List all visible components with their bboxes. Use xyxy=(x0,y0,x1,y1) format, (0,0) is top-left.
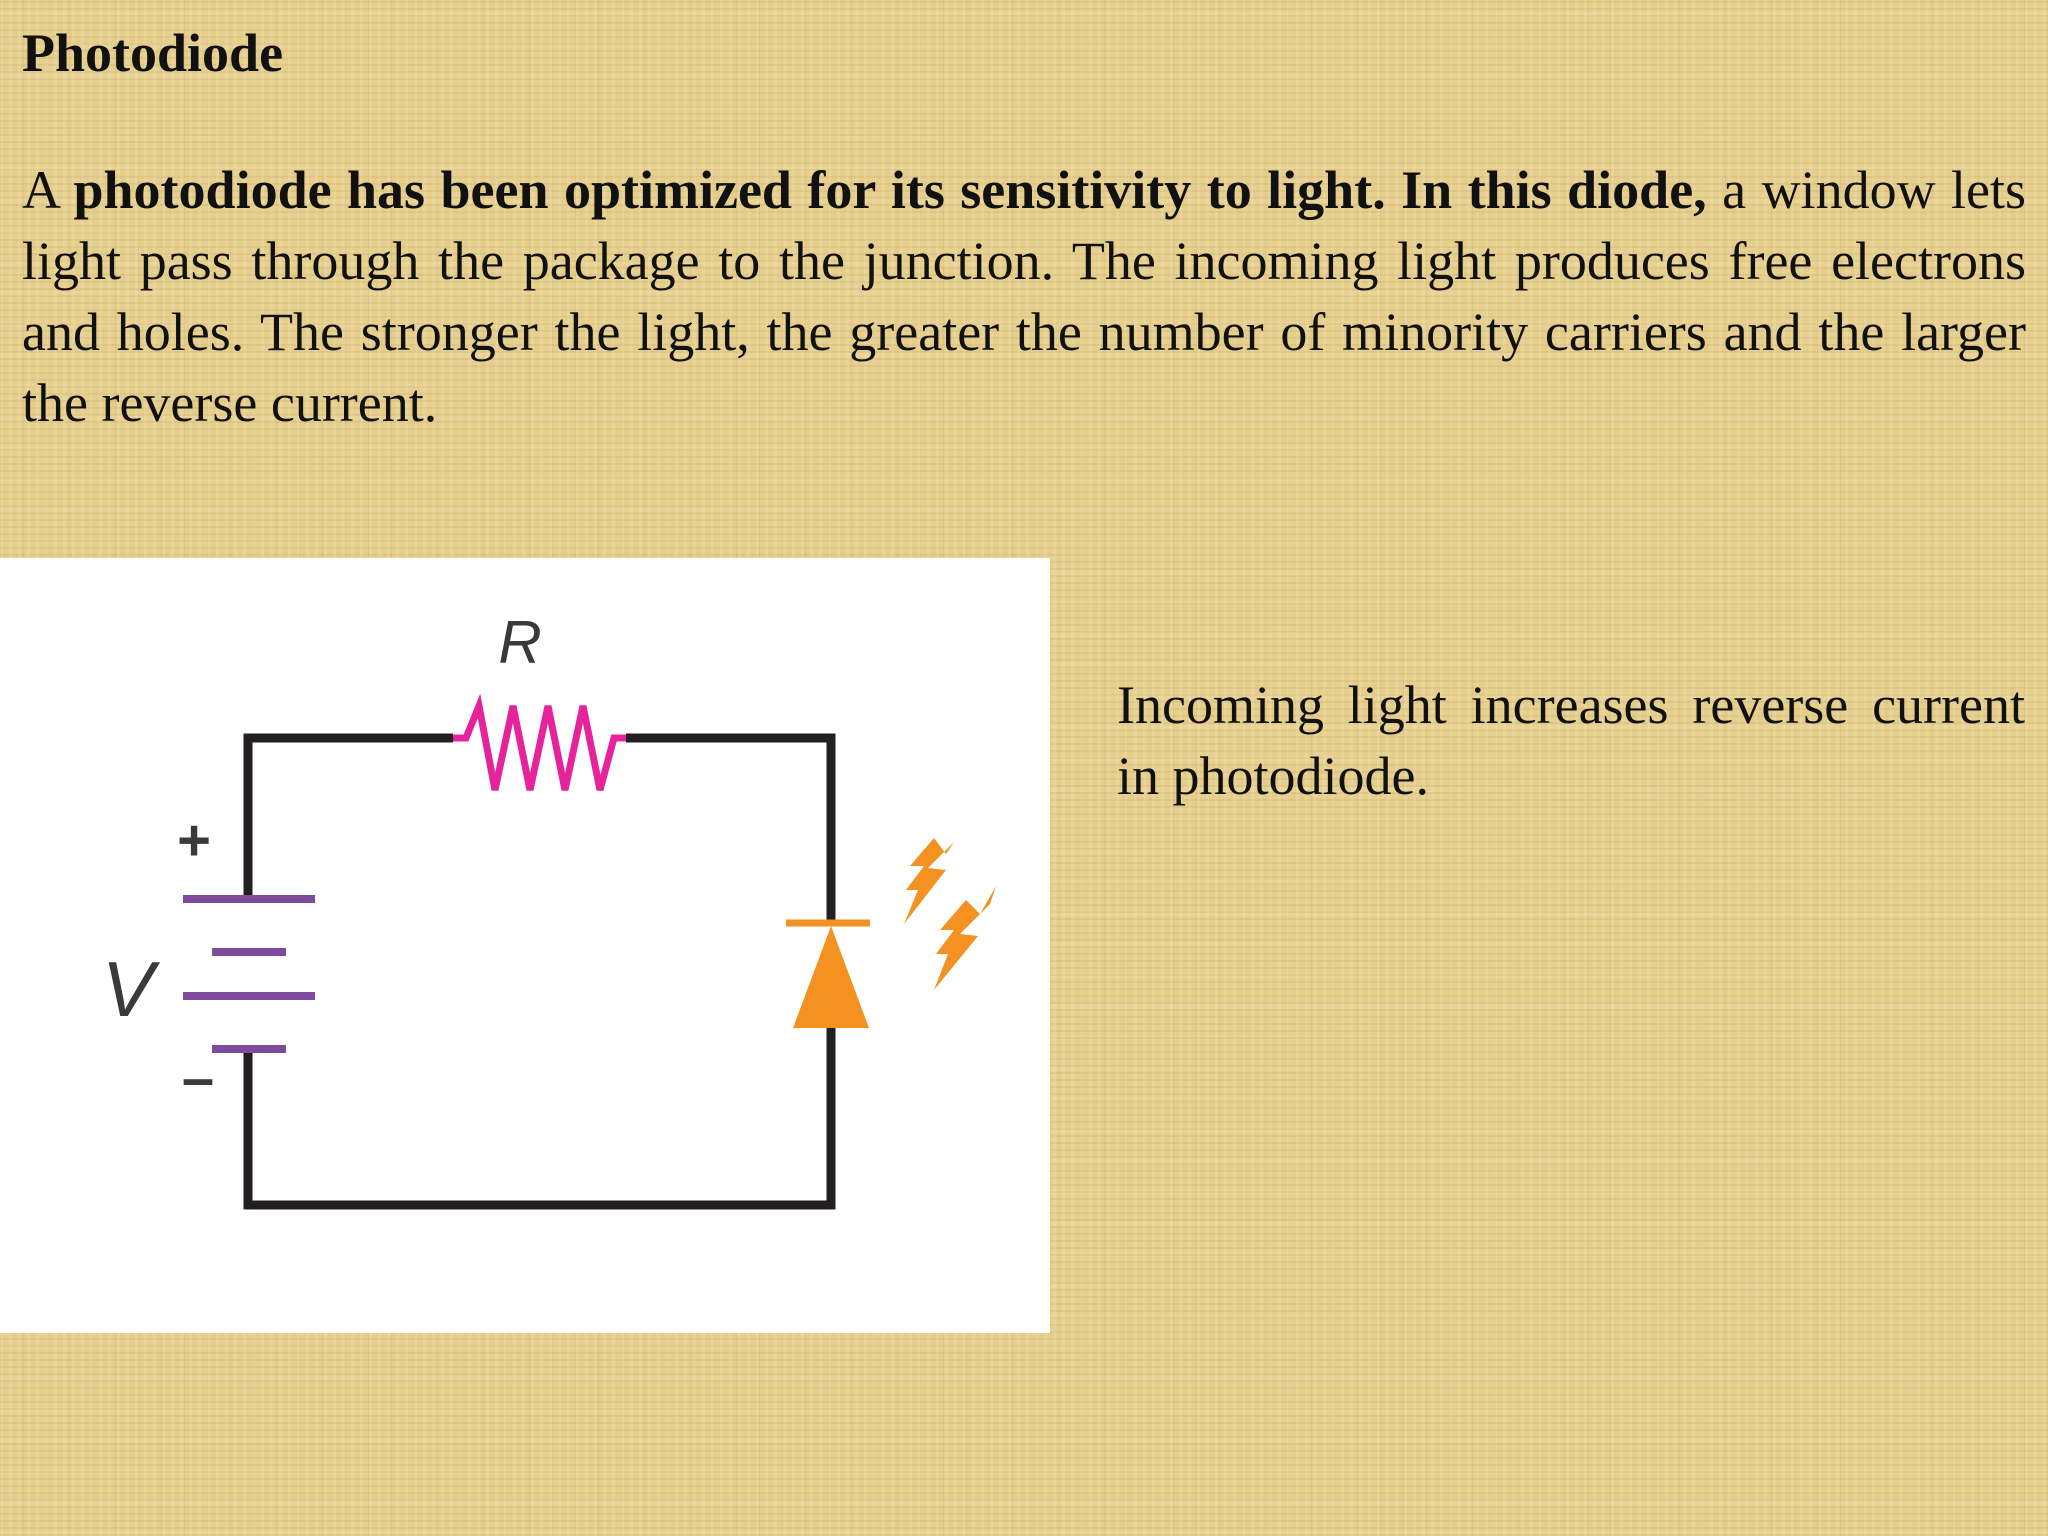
intro-rest: a window lets light pass through the pac… xyxy=(22,160,2027,433)
circuit-wire xyxy=(243,1028,836,1210)
circuit-wire xyxy=(626,733,836,926)
intro-paragraph: A photodiode has been optimized for its … xyxy=(22,155,2026,439)
slide-title: Photodiode xyxy=(22,23,284,83)
plus-sign: + xyxy=(177,808,211,873)
minus-sign: – xyxy=(182,1046,214,1111)
source-voltage-label: V xyxy=(102,945,161,1033)
circuit-wire xyxy=(243,733,453,898)
photodiode-icon xyxy=(786,919,870,1028)
circuit-figure: R + – V xyxy=(0,558,1050,1333)
resistor-label: R xyxy=(498,609,541,676)
intro-lead: A xyxy=(22,160,74,220)
figure-caption: Incoming light increases reverse current… xyxy=(1117,675,2025,806)
resistor-icon xyxy=(453,693,626,791)
battery-icon xyxy=(183,895,315,1053)
intro-bold-text: photodiode has been optimized for its se… xyxy=(73,160,1707,220)
circuit-diagram: R + – V xyxy=(102,609,996,1210)
light-arrows-icon xyxy=(904,830,996,990)
